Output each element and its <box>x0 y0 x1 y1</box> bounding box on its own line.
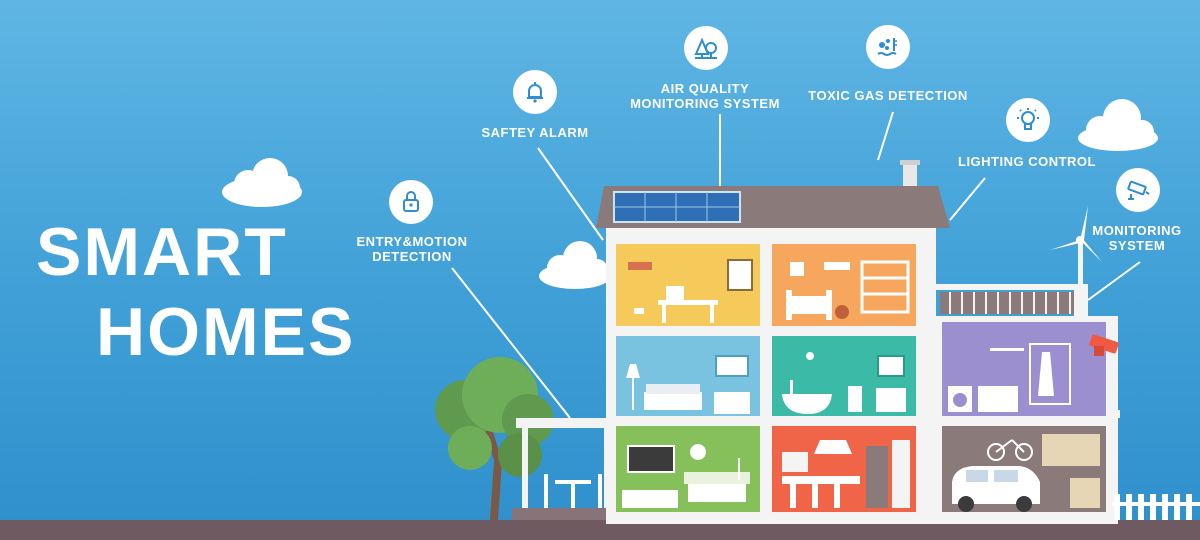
kids-furniture <box>786 260 910 320</box>
lighting-control-label: LIGHTING CONTROL <box>958 154 1096 169</box>
lock-icon <box>389 180 433 224</box>
wind-turbine <box>1050 206 1102 318</box>
monitoring-line-1: MONITORING <box>1092 223 1182 238</box>
laundry <box>948 343 1071 412</box>
bell-icon <box>513 70 557 114</box>
title-line-1: SMART <box>36 214 288 290</box>
tree <box>435 357 554 520</box>
kitchen <box>782 440 910 508</box>
entry-motion-line-1: ENTRY&MOTION <box>356 234 468 249</box>
safety-alarm-label: SAFTEY ALARM <box>481 125 589 140</box>
lightbulb-icon <box>1006 98 1050 142</box>
ground <box>0 520 1200 540</box>
security-camera <box>1089 334 1119 356</box>
cloud-right <box>1078 99 1158 151</box>
monitoring-system-label: MONITORING SYSTEM <box>1084 223 1190 253</box>
toxic-gas-label: TOXIC GAS DETECTION <box>808 88 968 103</box>
gas-icon <box>866 25 910 69</box>
title-line-2: HOMES <box>96 294 356 370</box>
air-quality-label: AIR QUALITY MONITORING SYSTEM <box>620 81 790 111</box>
entry-motion-label: ENTRY&MOTION DETECTION <box>352 234 472 264</box>
balcony <box>936 284 1088 316</box>
bed <box>626 355 750 414</box>
air-quality-line-2: MONITORING SYSTEM <box>630 96 780 111</box>
desk <box>628 259 753 323</box>
monitoring-line-2: SYSTEM <box>1108 238 1166 253</box>
cloud-mid <box>539 241 611 289</box>
roof <box>596 160 950 228</box>
connector-lines <box>451 111 1141 419</box>
entry-motion-line-2: DETECTION <box>372 249 452 264</box>
tree-icon <box>684 26 728 70</box>
camera-icon <box>1116 168 1160 212</box>
bathtub <box>782 352 906 414</box>
cloud-left <box>222 158 302 207</box>
air-quality-line-1: AIR QUALITY <box>660 81 750 96</box>
fence <box>1112 494 1200 520</box>
living-room <box>622 444 750 508</box>
garage-contents <box>952 434 1100 512</box>
